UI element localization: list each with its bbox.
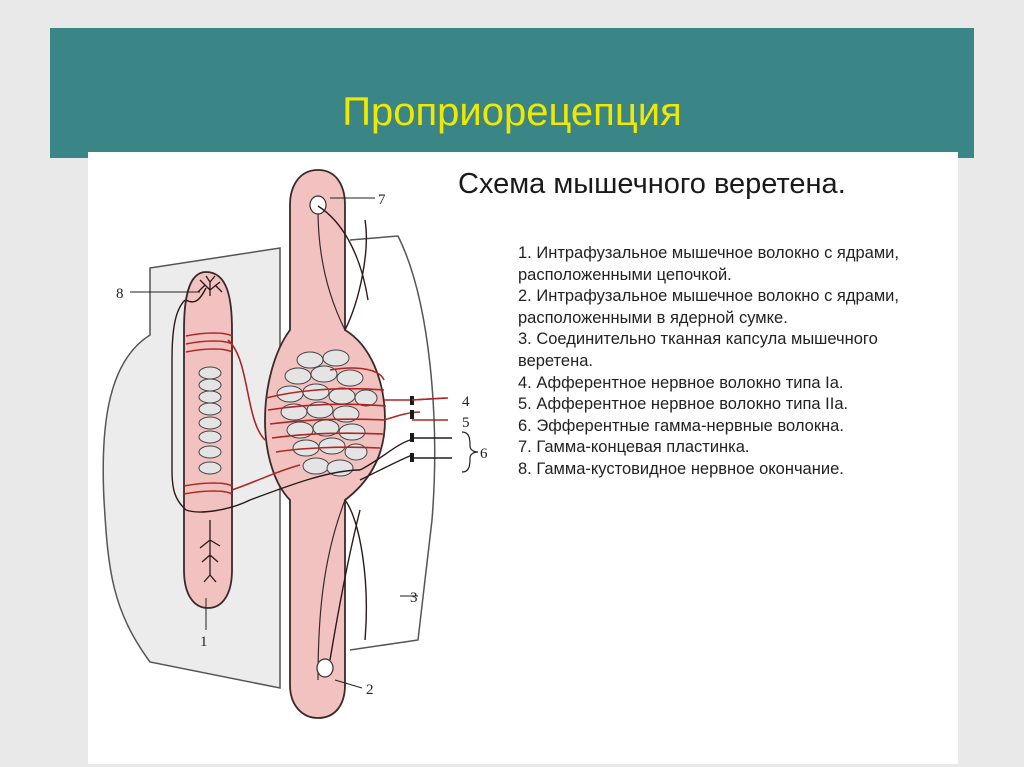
legend-list: 1. Интрафузальное мышечное волокно с ядр… — [518, 243, 918, 481]
legend-item: 4. Афферентное нервное волокно типа Ia. — [518, 373, 844, 392]
capsule-right-edge — [349, 235, 436, 651]
gamma-bush-ending-bottom — [199, 520, 221, 583]
callout-5: 5 — [462, 415, 470, 431]
callout-8: 8 — [116, 286, 124, 302]
callout-6: 6 — [480, 446, 488, 462]
chain-nuclei — [198, 366, 222, 475]
legend-item: 2. Интрафузальное мышечное волокно с ядр… — [518, 287, 899, 327]
gamma-bush-ending-top — [197, 275, 223, 296]
callout-2: 2 — [366, 682, 374, 698]
efferent-gamma-fibers — [171, 205, 413, 661]
legend-item: 6. Эфферентные гамма-нервные волокна. — [518, 416, 844, 435]
scheme-title: Схема мышечного веретена. — [458, 168, 846, 200]
legend-item: 1. Интрафузальное мышечное волокно с ядр… — [518, 244, 899, 284]
legend-item: 5. Афферентное нервное волокно типа IIa. — [518, 395, 849, 414]
callout-1: 1 — [200, 634, 208, 650]
callout-leaders — [130, 197, 418, 689]
end-plate-bottom — [316, 658, 334, 678]
callout-3: 3 — [410, 590, 418, 606]
nerve-output-lines — [411, 397, 452, 459]
end-plate-top — [309, 195, 327, 215]
bag-fiber-inner-line — [317, 209, 346, 681]
legend-item: 3. Соединительно тканная капсула мышечно… — [518, 330, 878, 370]
nerve-terminal-markers — [410, 396, 414, 462]
callout-4: 4 — [462, 394, 470, 410]
legend-item: 7. Гамма-концевая пластинка. — [518, 438, 750, 457]
legend-item: 8. Гамма-кустовидное нервное окончание. — [518, 459, 844, 478]
slide-header: Проприорецепция — [50, 28, 974, 158]
slide-title: Проприорецепция — [342, 90, 682, 134]
brace-6 — [461, 431, 479, 473]
callout-7: 7 — [378, 192, 386, 208]
afferent-nerve-spirals — [183, 332, 446, 495]
